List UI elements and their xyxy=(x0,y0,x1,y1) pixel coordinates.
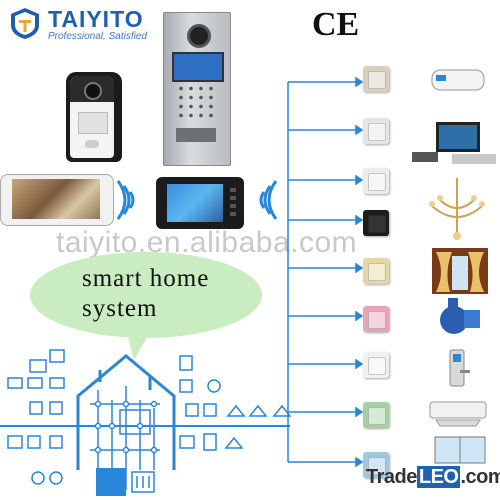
switch-face xyxy=(368,407,386,425)
switch-panel-beige-socket xyxy=(363,66,389,92)
switch-panel-crystal-touch xyxy=(363,118,389,144)
brand-name: TAIYITO xyxy=(48,6,144,32)
bubble-line-1: smart home xyxy=(82,265,210,292)
camera-lens-icon xyxy=(84,82,102,100)
bubble-line-2: system xyxy=(82,295,158,322)
air-conditioner-icon xyxy=(429,401,487,427)
switch-face xyxy=(368,263,386,281)
switch-face xyxy=(368,357,386,375)
wifi-signal-left-icon xyxy=(116,180,135,220)
smartphone-screen-image xyxy=(12,179,100,219)
switch-panel-white-panel xyxy=(363,168,389,194)
trade-text: Trade xyxy=(366,466,417,488)
switch-face xyxy=(368,311,386,329)
panel-card-reader xyxy=(176,128,216,142)
switch-face xyxy=(368,457,386,475)
card-reader-area xyxy=(78,112,108,134)
door-lock-icon xyxy=(449,349,470,387)
switch-panel-black-touch xyxy=(363,210,389,236)
switch-panel-pink-touch xyxy=(363,306,389,332)
call-button xyxy=(85,140,99,148)
switch-face xyxy=(368,215,386,233)
switch-panel-white-triple xyxy=(363,352,389,378)
taiyito-logo-icon xyxy=(11,8,39,39)
com-text: .com xyxy=(460,466,500,488)
switch-face xyxy=(368,123,386,141)
pump-icon xyxy=(440,298,480,334)
switch-panel-green-touch xyxy=(363,402,389,428)
tv-set-icon xyxy=(412,122,496,164)
wifi-signal-right-icon xyxy=(259,180,278,220)
switch-face xyxy=(368,173,386,191)
switch-panel-blue-touch xyxy=(363,452,389,478)
curtain-icon xyxy=(432,248,488,294)
ce-certification-mark: CE xyxy=(312,6,360,43)
switch-face xyxy=(368,71,386,89)
panel-lcd-screen xyxy=(172,52,224,82)
connection-tree xyxy=(287,76,364,468)
brand-tagline: Professional, Satisfied xyxy=(48,31,147,42)
smart-home-network-diagram xyxy=(0,349,292,496)
indoor-monitor-screen xyxy=(167,184,223,222)
monitor-buttons-icon xyxy=(230,188,236,216)
chandelier-icon xyxy=(429,178,485,240)
speech-bubble-tail xyxy=(124,322,156,360)
panel-camera-icon xyxy=(187,24,211,48)
switch-panel-gold-touch xyxy=(363,258,389,284)
window-icon xyxy=(434,436,486,464)
water-heater-icon xyxy=(431,69,485,91)
bubble-text: smart home system xyxy=(82,264,209,324)
panel-keypad xyxy=(176,84,216,120)
leo-text: LEO xyxy=(416,466,461,488)
